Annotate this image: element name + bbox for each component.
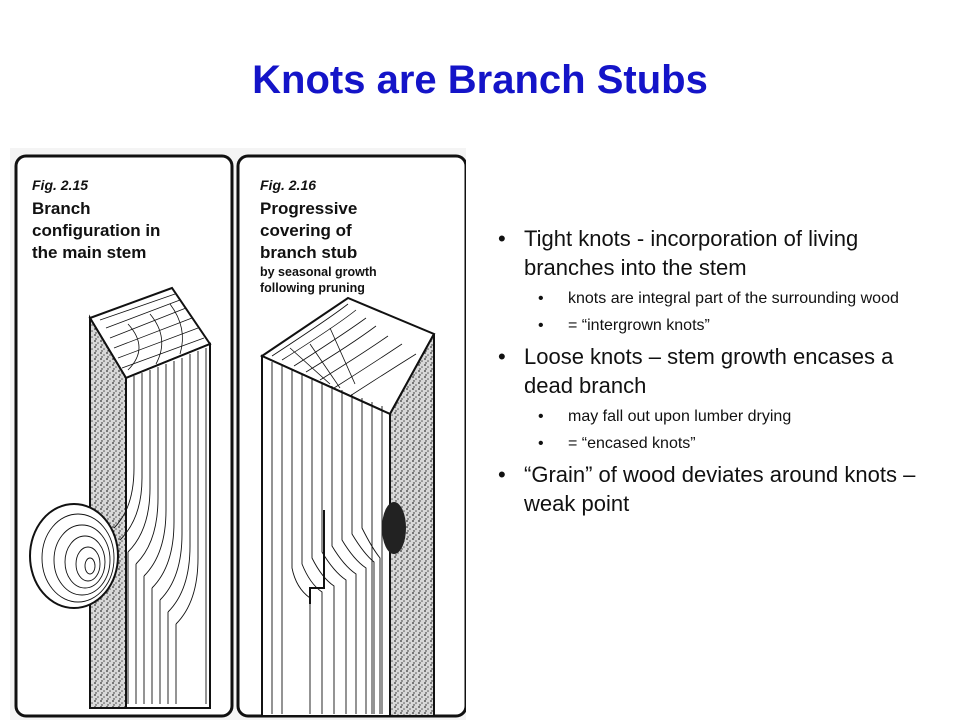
sub-bullet-intergrown-knots: = “intergrown knots” [538, 315, 934, 336]
left-caption-line-1: Branch [32, 199, 91, 218]
sub-bullet-fall-out: may fall out upon lumber drying [538, 406, 934, 427]
left-caption-line-3: the main stem [32, 243, 146, 262]
bullet-grain-deviates: “Grain” of wood deviates around knots – … [494, 460, 934, 518]
bullet-tight-knots: Tight knots - incorporation of living br… [494, 224, 934, 282]
left-fig-label: Fig. 2.15 [32, 177, 88, 193]
right-fig-label: Fig. 2.16 [260, 177, 316, 193]
sub-bullet-integral-part: knots are integral part of the surroundi… [538, 288, 934, 309]
wood-knot-figure: Fig. 2.15 Branch configuration in the ma… [10, 148, 466, 720]
right-caption-line-2: covering of [260, 221, 352, 240]
right-caption-line-1: Progressive [260, 199, 357, 218]
left-figure-panel: Fig. 2.15 Branch configuration in the ma… [14, 154, 234, 718]
right-subcaption-line-1: by seasonal growth [260, 265, 377, 279]
right-figure-panel: Fig. 2.16 Progressive covering of branch… [236, 154, 466, 718]
right-caption-line-3: branch stub [260, 243, 357, 262]
slide-title: Knots are Branch Stubs [252, 58, 708, 102]
right-subcaption-line-2: following pruning [260, 281, 365, 295]
sub-bullet-encased-knots: = “encased knots” [538, 433, 934, 454]
bullet-list: Tight knots - incorporation of living br… [494, 224, 934, 524]
left-caption-line-2: configuration in [32, 221, 160, 240]
bullet-loose-knots: Loose knots – stem growth encases a dead… [494, 342, 934, 400]
